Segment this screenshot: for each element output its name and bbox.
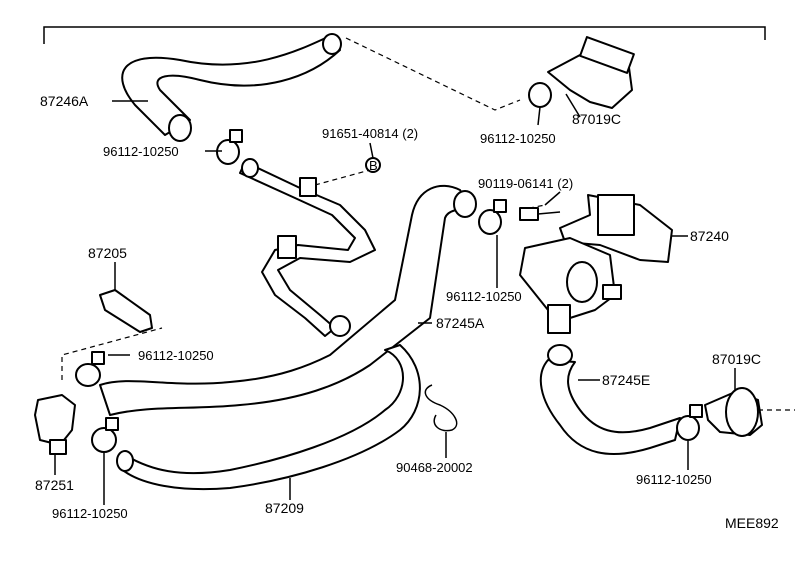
hose-87246a-top-end — [322, 33, 342, 55]
connector-87019c-top-flange — [579, 36, 635, 74]
label-87205: 87205 — [88, 245, 127, 261]
hose-87245a-end — [453, 190, 477, 218]
label-96112-d: 96112-10250 — [446, 289, 522, 304]
label-96112-e: 96112-10250 — [52, 506, 128, 521]
dash-line-top — [345, 37, 521, 111]
water-housing-outlet — [547, 304, 571, 334]
label-87019c-right: 87019C — [712, 351, 761, 367]
bolt-90119 — [519, 207, 539, 221]
clamp-87245e-top — [547, 344, 573, 366]
fitting-87251 — [34, 394, 76, 446]
hose-87246a — [121, 34, 341, 136]
clamp-d — [478, 209, 502, 235]
label-87019c-top: 87019C — [572, 111, 621, 127]
water-pipe-end — [241, 158, 259, 178]
clamp-f-screw — [689, 404, 703, 418]
label-96112-a: 96112-10250 — [103, 144, 179, 159]
clip-90468 — [424, 384, 458, 432]
label-96112-c: 96112-10250 — [138, 348, 214, 363]
pipe-bracket-1 — [299, 177, 317, 197]
label-90468: 90468-20002 — [396, 460, 473, 475]
leader-87019c-top — [565, 93, 581, 118]
dash-line-87205 — [61, 327, 163, 380]
label-87245e: 87245E — [602, 372, 650, 388]
clamp-e-screw — [105, 417, 119, 431]
label-90119: 90119-06141 (2) — [478, 176, 573, 191]
label-87209: 87209 — [265, 500, 304, 516]
leader-96112-b — [537, 106, 541, 126]
fitting-87205 — [99, 289, 153, 333]
clamp-f — [676, 415, 700, 441]
clamp-e — [91, 427, 117, 453]
label-b: B — [369, 158, 378, 173]
clamp-d-screw — [493, 199, 507, 213]
hose-87245e — [539, 359, 681, 455]
water-housing-port — [566, 261, 598, 303]
diagram-code: MEE892 — [725, 515, 779, 531]
label-87246a: 87246A — [40, 93, 89, 109]
label-87245a: 87245A — [436, 315, 485, 331]
connector-87019c-right-flange — [725, 387, 759, 437]
dash-line-b — [314, 169, 371, 186]
clamp-c-screw — [91, 351, 105, 365]
leader-90119 — [544, 191, 561, 206]
water-pipe — [239, 161, 376, 337]
label-96112-b: 96112-10250 — [480, 131, 556, 146]
bracket-87240-plate — [597, 194, 635, 236]
label-87240: 87240 — [690, 228, 729, 244]
leader-b — [369, 142, 374, 159]
water-housing-plug — [602, 284, 622, 300]
label-96112-f: 96112-10250 — [636, 472, 712, 487]
clamp-a-screw — [229, 129, 243, 143]
fitting-87251-nut — [49, 439, 67, 455]
hose-87246a-end — [168, 114, 192, 142]
label-91651: 91651-40814 (2) — [322, 126, 418, 141]
hose-87209 — [119, 344, 421, 491]
hose-87245a — [99, 185, 473, 416]
pipe-bracket-2 — [277, 235, 297, 259]
frame-border — [43, 26, 766, 44]
clamp-b — [528, 82, 552, 108]
label-87251: 87251 — [35, 477, 74, 493]
clamp-c — [75, 363, 101, 387]
bolt-90119-shaft — [537, 211, 561, 215]
clamp-pipe — [329, 315, 351, 337]
hose-87209-end — [116, 450, 134, 472]
clamp-a — [216, 139, 240, 165]
